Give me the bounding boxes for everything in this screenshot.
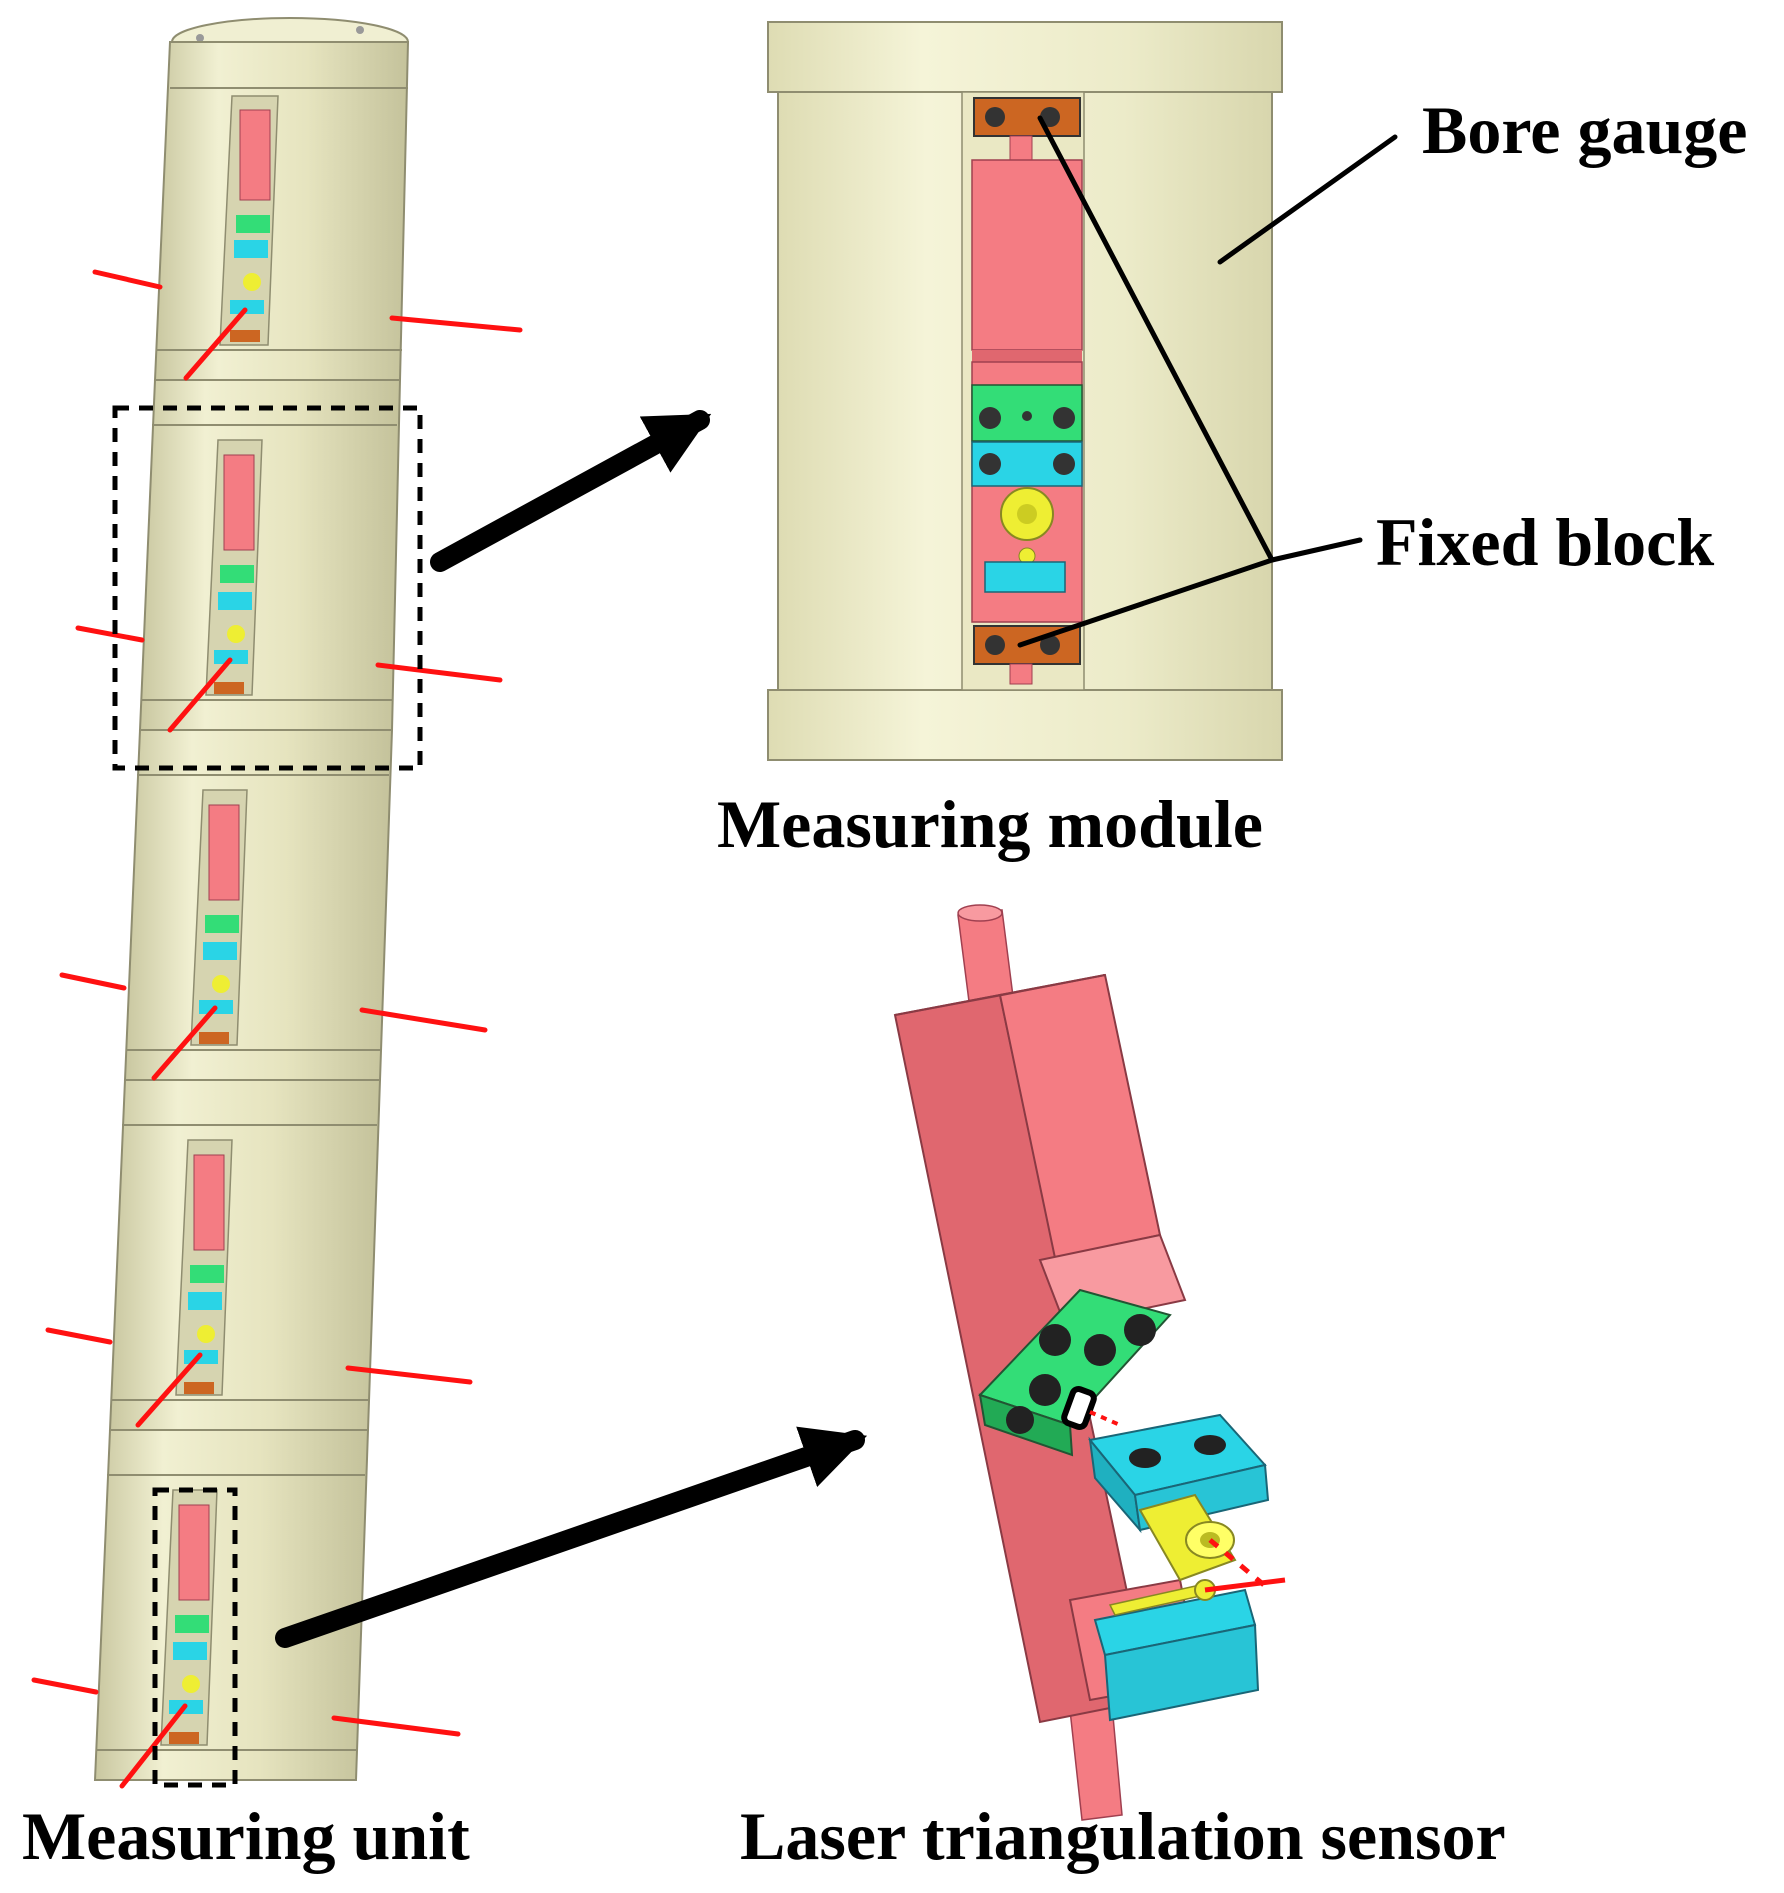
sensor-laser-window — [1089, 1410, 1121, 1427]
fixed-block-callout-top — [1037, 115, 1275, 563]
module-sensor-upper — [971, 159, 1083, 351]
arrow-to-sensor — [275, 1426, 868, 1648]
bore-gauge-label: Bore gauge — [1422, 92, 1748, 168]
module-bottom-rim — [767, 689, 1283, 761]
measuring-unit-assembly — [31, 17, 523, 1789]
pointer-arrows — [275, 410, 868, 1648]
sensor-window — [1061, 1386, 1097, 1430]
laser-beams — [31, 269, 523, 1789]
sensor-laser-out — [1204, 1577, 1286, 1593]
unit-module-4 — [108, 1079, 382, 1431]
module-top-rim — [767, 21, 1283, 93]
unit-module-2 — [138, 379, 402, 731]
measuring-unit-label: Measuring unit — [22, 1798, 470, 1874]
laser-sensor-label: Laser triangulation sensor — [740, 1798, 1506, 1874]
sensor-highlight-box — [152, 1487, 238, 1788]
bore-gauge-callout — [1217, 134, 1398, 265]
laser-sensor-view — [893, 904, 1286, 1821]
module-highlight-box — [112, 405, 423, 771]
unit-module-1 — [153, 41, 410, 381]
fixed-block-callout-bottom — [1017, 557, 1275, 648]
sensor-lens — [1138, 1493, 1237, 1582]
sensor-green-plate — [978, 1288, 1172, 1457]
fixed-block-callout-main — [1269, 537, 1363, 563]
arrow-to-module — [430, 410, 712, 572]
unit-module-3 — [123, 729, 394, 1081]
measuring-module-label: Measuring module — [717, 786, 1263, 862]
unit-module-5 — [93, 1429, 370, 1781]
measuring-module-view — [767, 21, 1283, 761]
fixed-block-label: Fixed block — [1376, 504, 1715, 580]
callout-lines — [1017, 115, 1398, 648]
